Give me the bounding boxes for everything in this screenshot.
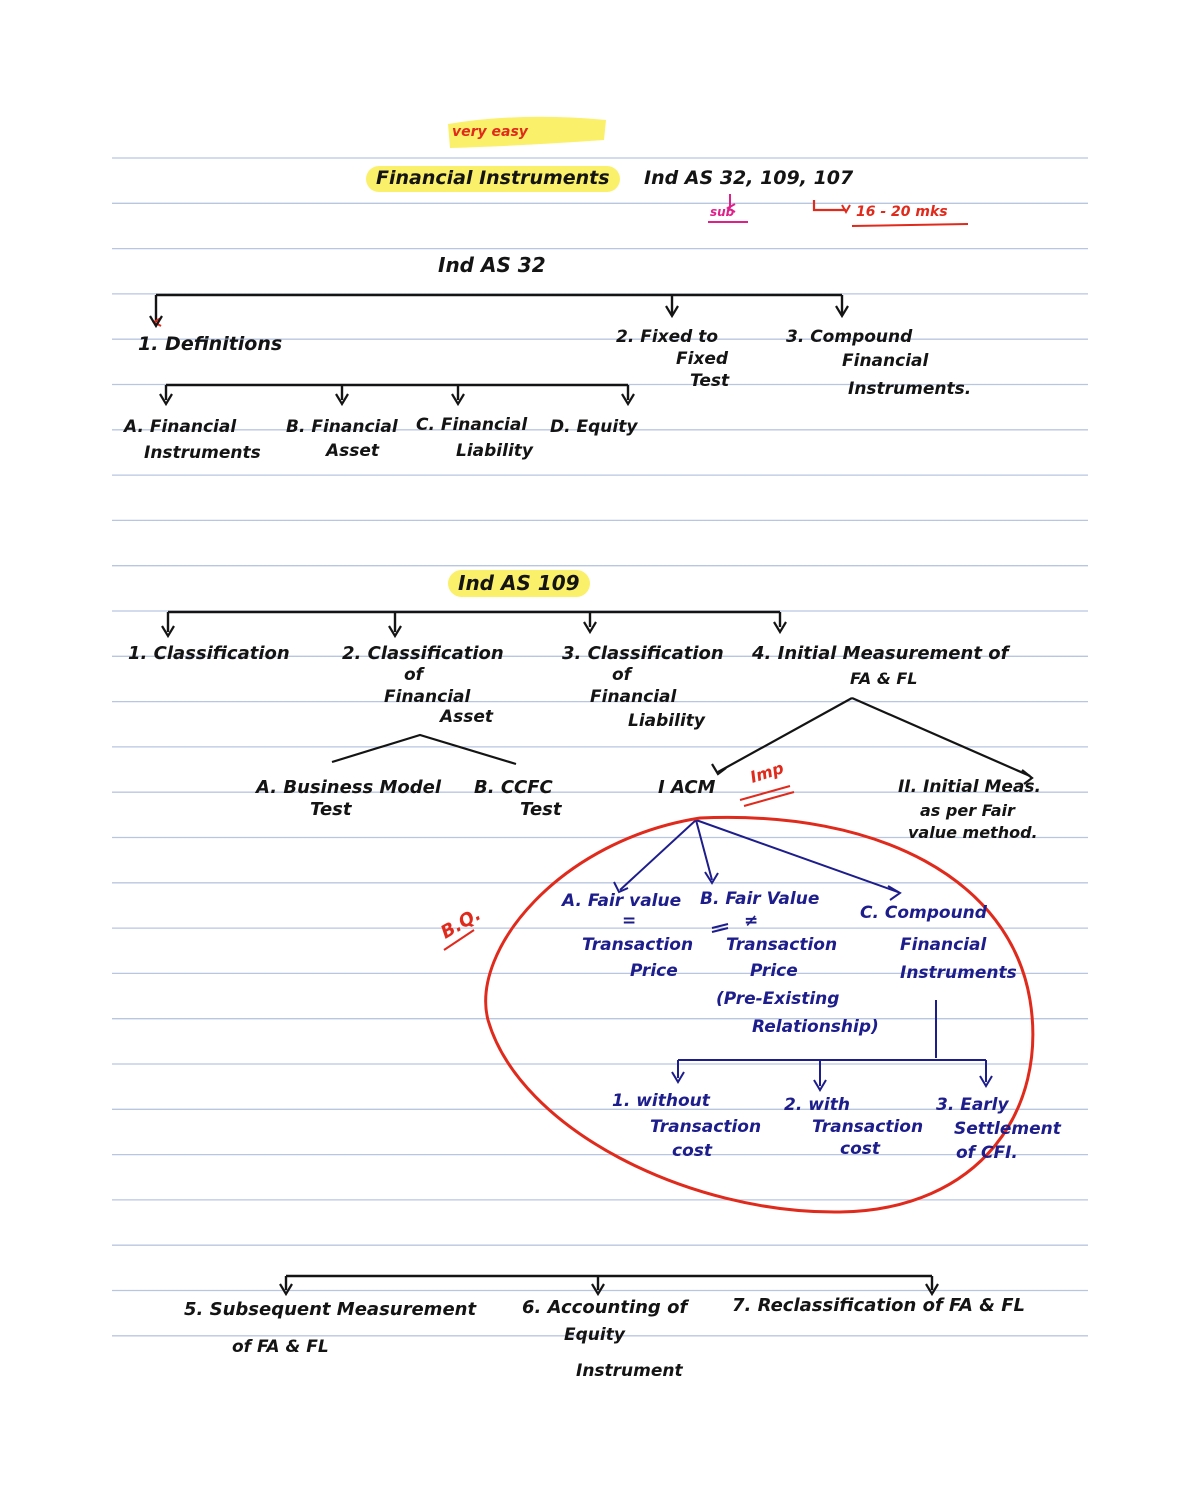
- as109-im-line2: FA & FL: [850, 669, 918, 688]
- fa-business-model-line2: Test: [310, 799, 352, 820]
- as109-fa-line3: Financial: [384, 687, 471, 707]
- as109-subsequent-line1: 5. Subsequent Measurement: [184, 1299, 477, 1320]
- as32-fixed-line2: Fixed: [676, 349, 729, 369]
- heading-ind-as-109: Ind AS 109: [448, 570, 590, 597]
- as32-compound-line1: 3. Compound: [786, 327, 913, 347]
- acm-a-line4: Price: [630, 961, 678, 981]
- as109-classification: 1. Classification: [128, 643, 290, 664]
- def-b-line2: Asset: [326, 441, 380, 461]
- fa-ccfc-line2: Test: [520, 799, 562, 820]
- highlight-very-easy: [448, 116, 606, 148]
- as109-fa-line1: 2. Classification: [342, 643, 504, 664]
- as109-equity-line1: 6. Accounting of: [522, 1297, 688, 1318]
- as109-fl-line3: Financial: [590, 687, 677, 707]
- fv-method-line1: II. Initial Meas.: [898, 777, 1041, 797]
- title-financial-instruments: Financial Instruments: [366, 166, 620, 192]
- as32-fixed-line1: 2. Fixed to: [616, 327, 719, 347]
- acm-b-line5: (Pre-Existing: [716, 989, 840, 1009]
- as109-equity-line3: Instrument: [576, 1361, 683, 1381]
- fv-method-line2: as per Fair: [920, 801, 1015, 820]
- red-marks-arrow: [812, 200, 846, 210]
- acm-b-line6: Relationship): [752, 1017, 879, 1037]
- cfi-3-line3: of CFI.: [956, 1143, 1018, 1163]
- note-marks: 16 - 20 mks: [856, 204, 948, 220]
- acm-a-line2: =: [622, 911, 637, 931]
- acm-b-line2: ≠: [744, 911, 759, 931]
- def-b-line1: B. Financial: [286, 417, 398, 437]
- as32-fixed-line3: Test: [690, 371, 730, 391]
- as109-equity-line2: Equity: [564, 1325, 625, 1345]
- acm-b-line4: Price: [750, 961, 798, 981]
- fv-method-line3: value method.: [908, 823, 1038, 842]
- heading-ind-as-32: Ind AS 32: [438, 253, 546, 277]
- cfi-3-line1: 3. Early: [936, 1095, 1009, 1115]
- as109-subsequent-line2: of FA & FL: [232, 1337, 329, 1357]
- acm-b-line1: B. Fair Value: [700, 889, 820, 909]
- acm-a-line1: A. Fair value: [562, 891, 682, 911]
- cfi-2-line1: 2. with: [784, 1095, 850, 1115]
- note-sub: sub: [710, 205, 735, 219]
- fa-ccfc-line1: B. CCFC: [474, 777, 553, 798]
- as109-fa-line2: of: [404, 665, 424, 685]
- cfi-2-line2: Transaction: [812, 1117, 924, 1137]
- title-ind-as-list: Ind AS 32, 109, 107: [644, 167, 854, 189]
- def-c-line2: Liability: [456, 441, 533, 461]
- acm-label: I ACM: [658, 777, 716, 798]
- as32-definitions: 1. Definitions: [138, 333, 283, 355]
- def-d-line1: D. Equity: [550, 417, 638, 437]
- cfi-1-line3: cost: [672, 1141, 713, 1161]
- acm-c-line1: C. Compound: [860, 903, 987, 923]
- cfi-1-line2: Transaction: [650, 1117, 762, 1137]
- as109-im-line1: 4. Initial Measurement of: [752, 643, 1009, 664]
- as109-fl-line1: 3. Classification: [562, 643, 724, 664]
- acm-c-line2: Financial: [900, 935, 987, 955]
- red-circle: [484, 815, 1035, 1214]
- fa-business-model-line1: A. Business Model: [256, 777, 442, 798]
- acm-a-line3: Transaction: [582, 935, 694, 955]
- acm-b-line3: Transaction: [726, 935, 838, 955]
- acm-c-line3: Instruments: [900, 963, 1017, 983]
- cfi-3-line2: Settlement: [954, 1119, 1061, 1139]
- note-very-easy: very easy: [452, 124, 528, 140]
- as109-fl-line2: of: [612, 665, 632, 685]
- def-a-line2: Instruments: [144, 443, 261, 463]
- cfi-2-line3: cost: [840, 1139, 881, 1159]
- def-a-line1: A. Financial: [124, 417, 237, 437]
- cfi-1-line1: 1. without: [612, 1091, 710, 1111]
- def-c-line1: C. Financial: [416, 415, 528, 435]
- as109-fl-line4: Liability: [628, 711, 705, 731]
- as32-compound-line2: Financial: [842, 351, 929, 371]
- as109-reclassification: 7. Reclassification of FA & FL: [732, 1295, 1025, 1316]
- as109-fa-line4: Asset: [440, 707, 494, 727]
- red-marks-underline: [851, 223, 969, 227]
- as32-compound-line3: Instruments.: [848, 379, 972, 399]
